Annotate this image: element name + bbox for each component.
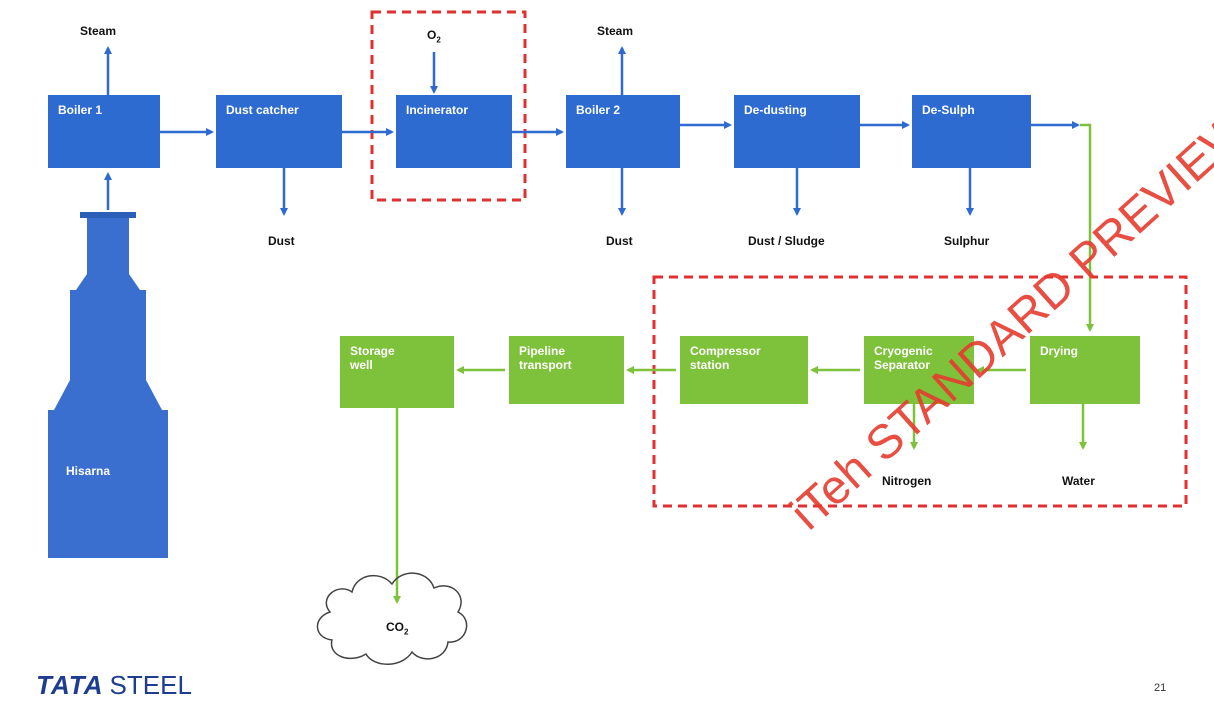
- drying-box: Drying: [1030, 336, 1140, 404]
- page-number: 21: [1154, 682, 1167, 694]
- dust-sludge-label: Dust / Sludge: [748, 234, 825, 248]
- sulphur-label: Sulphur: [944, 234, 990, 248]
- cryogenic-label-line2: Separator: [874, 358, 931, 372]
- compressor-label-line2: station: [690, 358, 730, 372]
- dust-catcher-box: Dust catcher: [216, 95, 342, 168]
- hisarna-vessel: [48, 212, 168, 558]
- incinerator-highlight: [370, 10, 527, 202]
- drying-label: Drying: [1040, 344, 1079, 358]
- cryogenic-label-line1: Cryogenic: [874, 344, 933, 358]
- steam-label-1: Steam: [80, 24, 117, 38]
- storage-label-line2: well: [350, 358, 373, 372]
- de-sulph-box: De-Sulph: [912, 95, 1031, 168]
- pipeline-label-line2: transport: [519, 358, 572, 372]
- boiler-1-box: Boiler 1: [48, 95, 160, 168]
- storage-well-box: Storage well: [340, 336, 454, 408]
- pipeline-label-line1: Pipeline: [519, 344, 566, 358]
- boiler-2-box: Boiler 2: [566, 95, 680, 168]
- boiler-1-label: Boiler 1: [58, 103, 103, 117]
- pipeline-transport-box: Pipeline transport: [509, 336, 624, 404]
- dust-label-2: Dust: [606, 234, 633, 248]
- o2-label: O2: [427, 28, 441, 45]
- incinerator-label: Incinerator: [406, 103, 469, 117]
- nitrogen-label: Nitrogen: [882, 474, 932, 488]
- boiler-2-label: Boiler 2: [576, 103, 621, 117]
- compressor-station-box: Compressor station: [680, 336, 808, 404]
- de-dusting-label: De-dusting: [744, 103, 807, 117]
- co2-cloud: [316, 572, 468, 665]
- de-sulph-label: De-Sulph: [922, 103, 975, 117]
- co2-label: CO2: [386, 620, 409, 637]
- storage-label-line1: Storage: [350, 344, 395, 358]
- capture-highlight: [652, 275, 1188, 508]
- compressor-label-line1: Compressor: [690, 344, 761, 358]
- dust-catcher-label: Dust catcher: [226, 103, 299, 117]
- incinerator-box: Incinerator: [396, 95, 512, 168]
- dust-label-1: Dust: [268, 234, 295, 248]
- cryogenic-separator-box: Cryogenic Separator: [864, 336, 974, 404]
- water-label: Water: [1062, 474, 1095, 488]
- de-dusting-box: De-dusting: [734, 95, 860, 168]
- steam-label-2: Steam: [597, 24, 634, 38]
- hisarna-label: Hisarna: [66, 464, 111, 478]
